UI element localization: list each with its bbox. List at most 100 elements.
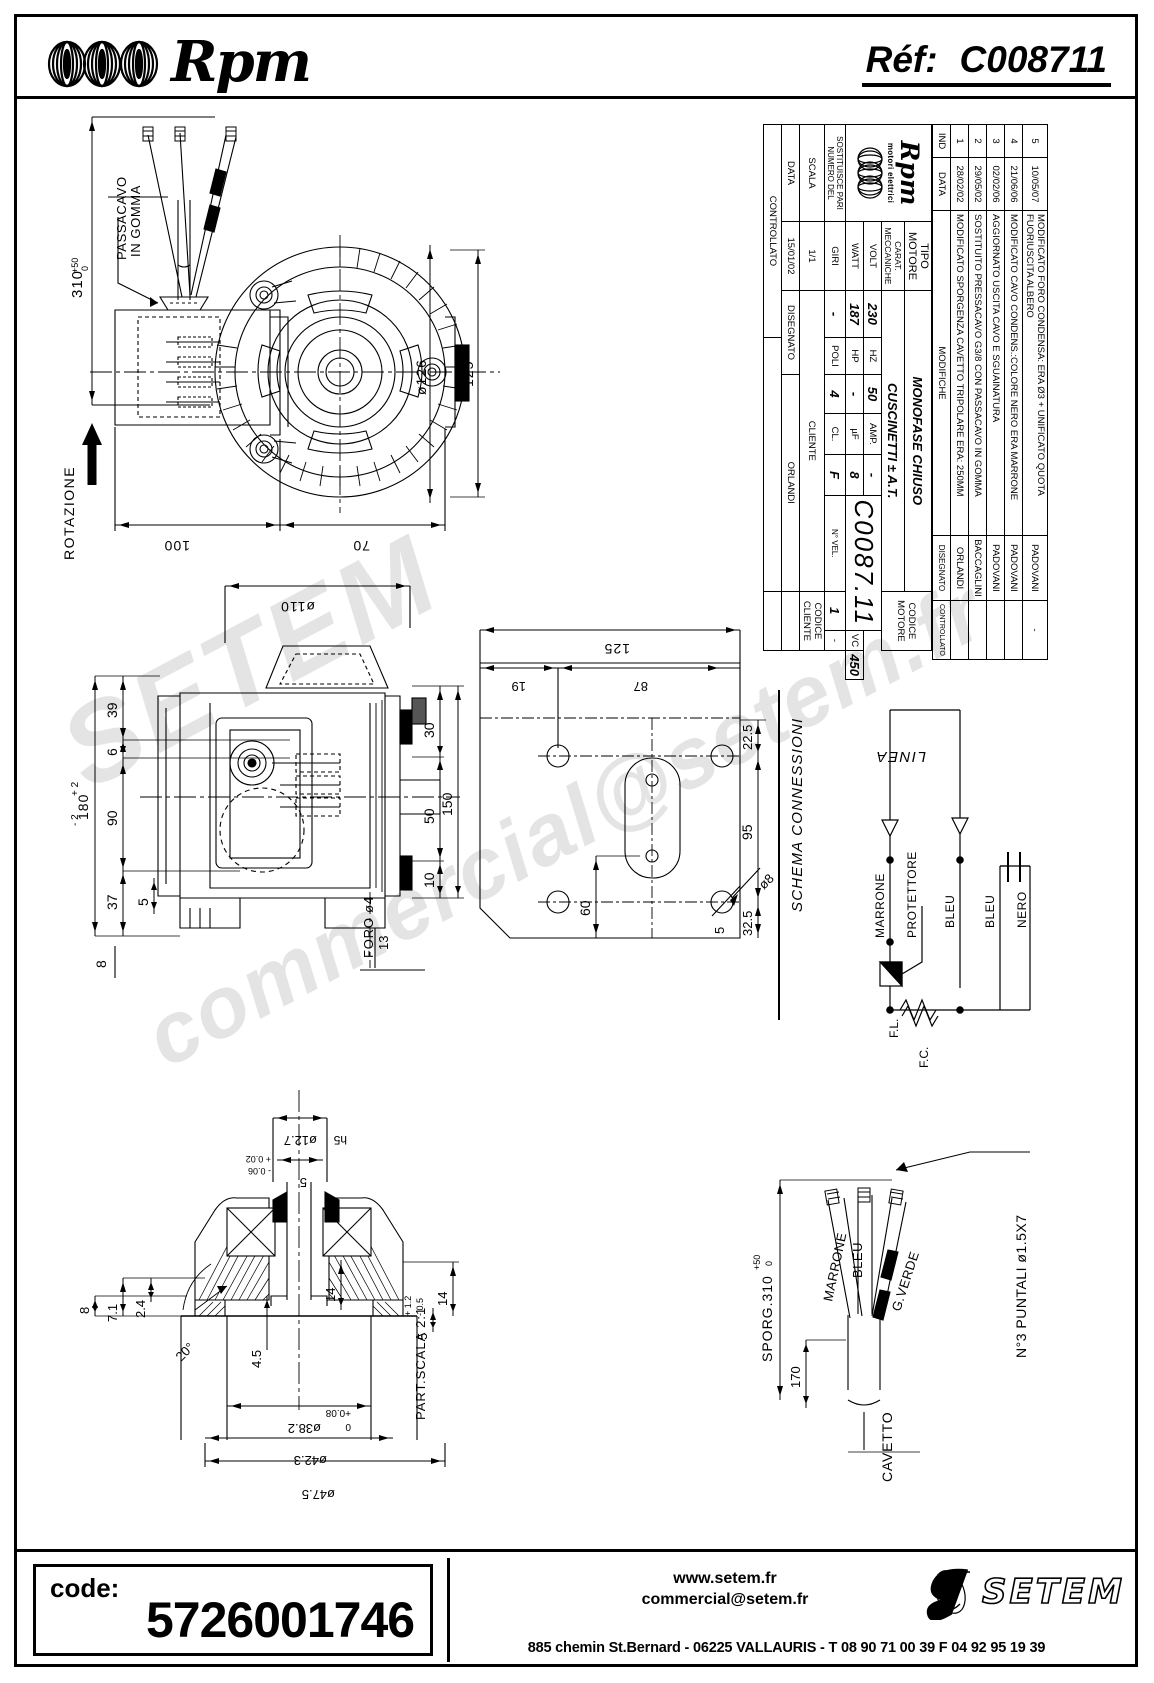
sostituisce-value: - [824,630,846,651]
rev-date-2: 29/05/02 [968,157,987,211]
svg-text:30: 30 [421,722,437,738]
table-row: 2 29/05/02 SOSTITUITO PRESSACAVO G3/8 CO… [968,124,987,660]
code-box: code: 5726001746 [33,1564,433,1656]
setem-address: 885 chemin St.Bernard - 06225 VALLAURIS … [527,1640,1046,1656]
svg-text:ROTAZIONE: ROTAZIONE [61,466,77,560]
svg-text:+ 0.02: + 0.02 [246,1154,271,1164]
svg-text:2.4: 2.4 [133,1300,148,1318]
view-detail-drawing: ø12.7 h5 5 + 0.02 - 0.06 8 7.1 2.4 20° 4… [77,1090,459,1502]
svg-text:125: 125 [604,641,630,657]
svg-text:ø126: ø126 [413,359,429,395]
svg-text:8: 8 [93,960,109,968]
rev-date-3: 02/02/06 [986,157,1005,211]
rpm-mini-logo: Rpm [895,140,924,206]
svg-text:180: 180 [75,794,91,820]
svg-text:32.5: 32.5 [740,911,755,936]
scala-value: 1/1 [799,221,825,291]
rev-dis-2: BACCAGLINI [968,535,987,601]
uf-label: µF [845,413,864,455]
table-row: SCALA 1/1 CLIENTE CODICE CLIENTE [799,124,825,680]
poli-value: 4 [824,374,846,414]
rev-dis-4: PADOVANI [1004,535,1023,601]
schema-connessioni: SCHEMA CONNESSIONI LINEA MARRONE PROTETT… [778,690,1048,1068]
setem-wordmark: SETEM [981,1571,1125,1613]
svg-text:0: 0 [345,1421,351,1432]
svg-text:IN GOMMA: IN GOMMA [128,185,143,257]
rev-ctrl-5: - [1022,600,1048,660]
header: Rpm Réf:C008711 [17,17,1135,99]
table-row: SOSTITUISCE PARI NUMERO DEL GIRI - POLI … [824,124,846,680]
detail-outer-dim [204,1443,446,1467]
svg-text:CAVETTO: CAVETTO [879,1412,895,1482]
data-label: DATA [781,124,800,222]
volt-label: VOLT [863,221,882,291]
title-block: 5 10/05/07 MODIFICATO FORO CONDENSA: ERA… [763,124,1048,680]
view-side-drawing: ø110 180 + 2 - 2 39 6 90 37 5 8 FORO ø4 … [70,583,777,978]
svg-text:170: 170 [788,1366,803,1388]
schema-title-text: SCHEMA CONNESSIONI [789,718,806,912]
rev-ind-1: 1 [950,124,969,158]
svg-text:14: 14 [323,1288,338,1302]
svg-text:5: 5 [415,1333,430,1340]
amp-label: AMP. [863,413,882,455]
table-row: DATA 15/01/02 DISEGNATO ORLANDI [781,124,800,680]
sostituisce-label: SOSTITUISCE PARI NUMERO DEL [824,124,846,222]
svg-text:+50: +50 [752,1255,762,1270]
svg-text:8: 8 [77,1307,92,1314]
rev-ind-4: 4 [1004,124,1023,158]
codice-motore-label: CODICE MOTORE [881,591,932,651]
rpm-mini-sub: motori elettrici [886,142,895,204]
svg-text:37: 37 [104,894,120,910]
cl-value: F [824,454,846,496]
wire-nero: NERO [1015,891,1029,928]
cliente-label: CLIENTE [799,290,825,592]
svg-text:FORO ø4: FORO ø4 [361,896,376,958]
hz-label: HZ [863,337,882,375]
col-ind: IND [932,124,951,158]
rev-text-1: MODIFICATO SPORGENZA CAVETTO TRIPOLARE E… [950,210,969,536]
svg-text:ø47.5: ø47.5 [302,1487,335,1502]
wire-bleu-1: BLEU [943,895,957,928]
view-cable-drawing: SPORG.310 +50 0 MARRONE BLEU G.VERDE N°3… [752,1151,1030,1482]
table-row: 5 10/05/07 MODIFICATO FORO CONDENSA: ERA… [1022,124,1048,660]
svg-text:90: 90 [104,810,120,826]
modifiche-label: MODIFICHE [932,210,951,536]
fl-label: F.L. [887,1019,901,1038]
svg-text:+ 2: + 2 [70,781,81,796]
wire-bleu-2: BLEU [983,895,997,928]
data-value: 15/01/02 [781,221,800,291]
rpm-logo: Rpm [47,34,312,90]
setem-website[interactable]: www.setem.fr [673,1570,777,1587]
watt-value: 187 [845,290,864,338]
watt-label: WATT [845,221,864,291]
rev-ctrl-3 [986,600,1005,660]
volt-value: 230 [863,290,882,338]
schema-svg: SCHEMA CONNESSIONI LINEA MARRONE PROTETT… [789,709,1031,1068]
codice-cliente-value [781,591,800,651]
svg-text:10: 10 [421,872,437,888]
col-disegnato: DISEGNATO [932,535,951,601]
carat-value: CUSCINETTI ± A.T. [881,290,905,592]
hp-label: HP [845,337,864,375]
table-row: CONTROLLATO [763,124,782,680]
rev-date-4: 21/06/06 [1004,157,1023,211]
controllato-label: CONTROLLATO [763,124,782,338]
rev-text-3: AGGIORNATO USCITA CAVO E SGUAINATURA [986,210,1005,536]
coil-icon [47,39,165,88]
svg-text:100: 100 [164,538,190,554]
wire-protettore: PROTETTORE [905,851,919,938]
ref-value: C008711 [959,39,1107,80]
giri-value: - [824,290,846,338]
blank-cell [763,591,782,651]
linea-label: LINEA [875,748,926,765]
svg-text:- 0.06: - 0.06 [248,1166,271,1176]
setem-logo: SETEM [920,1564,1154,1620]
tipo-motore-label: TIPO MOTORE [904,221,932,291]
rev-ctrl-1 [950,600,969,660]
reference-block: Réf:C008711 [861,39,1111,87]
setem-email[interactable]: commercial@setem.fr [641,1591,809,1608]
svg-text:95: 95 [739,824,755,840]
giri-label: GIRI [824,221,846,291]
carat-label: CARAT. MECCANICHE [881,221,905,291]
codice-cliente-label: CODICE CLIENTE [799,591,825,651]
